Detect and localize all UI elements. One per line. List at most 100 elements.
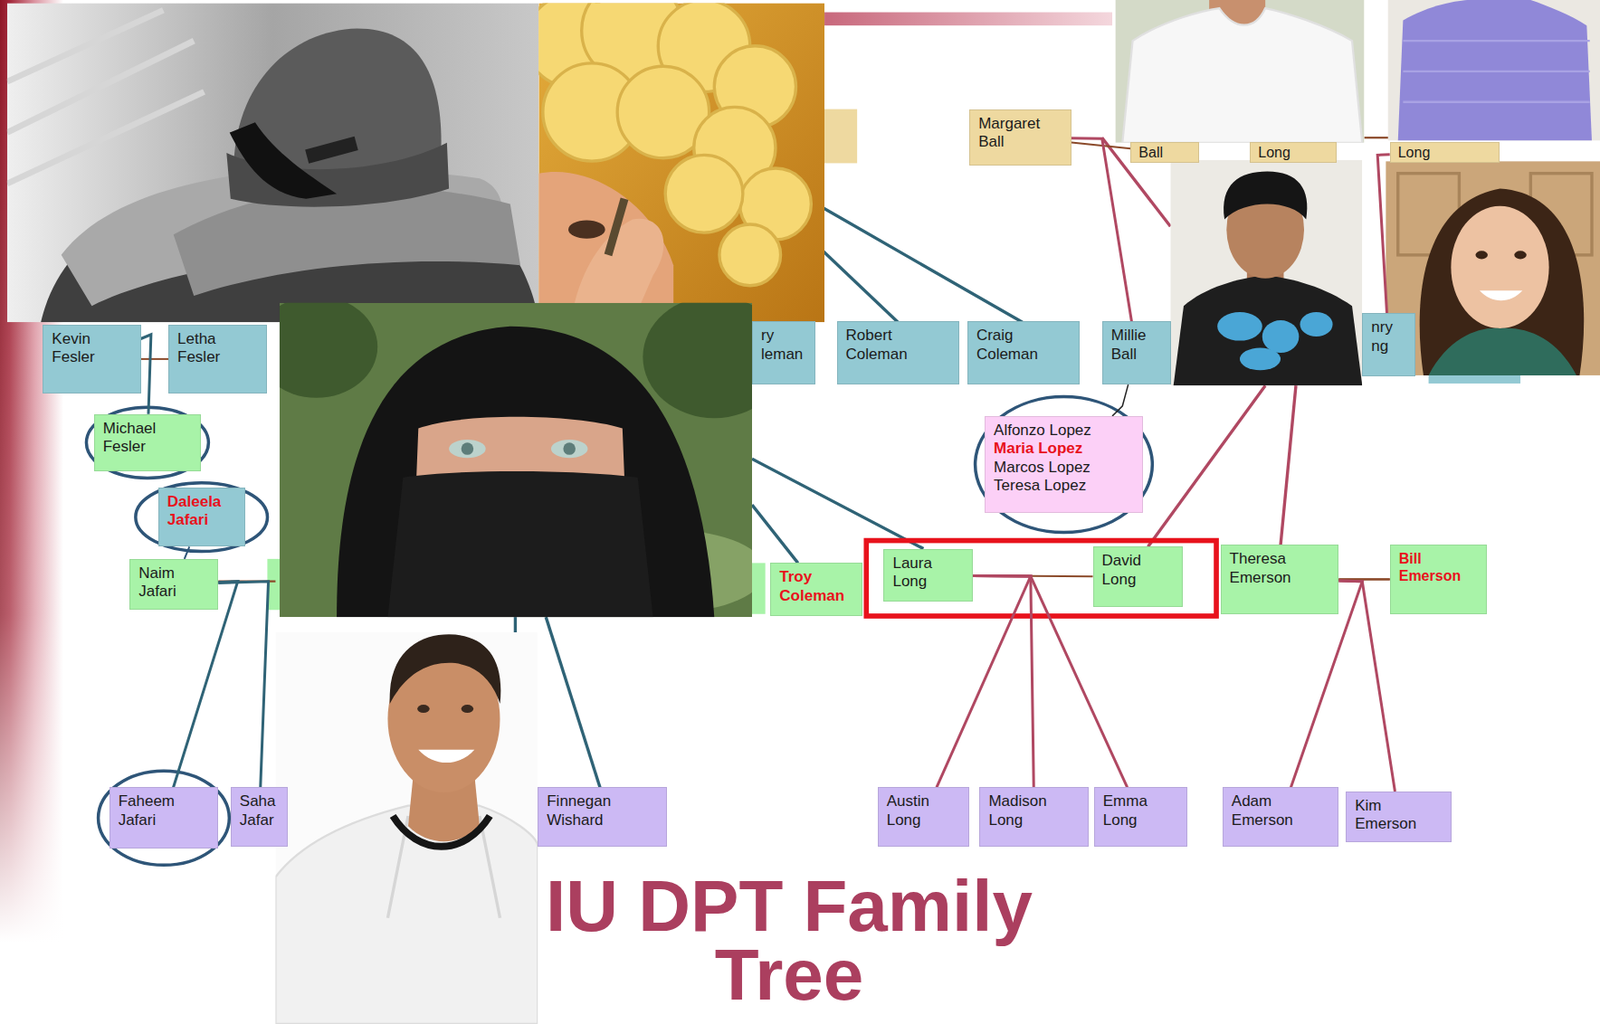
photo-part-part xyxy=(719,224,781,286)
photo-part xyxy=(1114,0,1364,143)
photo-part xyxy=(304,136,359,164)
family-line-part xyxy=(816,245,898,324)
connectors xyxy=(141,138,1396,792)
person-box: Austin Long xyxy=(877,787,970,847)
photo-part xyxy=(1387,0,1600,142)
person-name: Faheem Jafari xyxy=(118,792,210,830)
family-line-part xyxy=(1147,385,1266,547)
photo-part-part xyxy=(7,9,164,82)
person-name: Austin Long xyxy=(886,792,961,830)
person-box: Daleela Jafari xyxy=(158,487,246,547)
person-box: Long xyxy=(1249,142,1337,163)
photo-part xyxy=(1173,275,1363,386)
photo xyxy=(275,632,538,1024)
person-box: Margaret Ball xyxy=(969,109,1072,166)
person-name: Kevin Fesler xyxy=(51,330,132,368)
highlight-rectangle xyxy=(866,541,1217,617)
photo-part xyxy=(642,303,753,419)
couple-line xyxy=(1338,578,1390,581)
photo xyxy=(538,2,825,323)
accent-bar xyxy=(0,0,1113,1024)
couple-line xyxy=(972,574,1094,578)
photo-part-part xyxy=(7,40,194,133)
person-box: ry leman xyxy=(752,321,816,385)
title-block: IU DPT Family Tree xyxy=(508,872,1070,1010)
person-box: Robert Coleman xyxy=(837,321,960,385)
person-name: Craig Coleman xyxy=(976,326,1071,364)
photo-part-part xyxy=(1402,70,1590,73)
photo-part xyxy=(418,750,475,763)
photo-part xyxy=(275,806,538,1024)
person-box: Theresa Emerson xyxy=(1220,544,1340,615)
family-line xyxy=(936,575,1031,788)
highlight-circle xyxy=(135,483,268,553)
family-box: Alfonzo LopezMaria LopezMarcos LopezTere… xyxy=(984,416,1143,514)
photo xyxy=(1114,0,1364,143)
hidden-box-part xyxy=(751,562,766,614)
accent-bar-part xyxy=(824,12,1113,27)
person-name: Long xyxy=(1257,143,1329,162)
photo xyxy=(1387,0,1600,142)
family-line-part xyxy=(816,203,1023,323)
highlight-circle xyxy=(85,407,209,478)
photo-part xyxy=(1479,290,1523,301)
highlight-circles xyxy=(85,397,1153,867)
person-box: Bill Emerson xyxy=(1390,544,1487,615)
person-name: Emma Long xyxy=(1103,792,1180,830)
person-name: Kim Emerson xyxy=(1354,797,1443,835)
family-line-part xyxy=(1364,136,1391,139)
family-line xyxy=(1338,580,1395,792)
photo xyxy=(1385,161,1600,376)
family-line xyxy=(218,581,268,789)
photo-part xyxy=(568,220,606,239)
photo-part xyxy=(417,704,430,714)
photo-part-part xyxy=(1402,101,1590,104)
photo-part xyxy=(1398,0,1592,142)
person-box: nry ng xyxy=(1361,313,1416,377)
photo xyxy=(7,2,539,323)
photo-part-part xyxy=(7,91,205,183)
photo-part xyxy=(1385,161,1600,376)
photo-part xyxy=(336,326,715,618)
person-name: Ball xyxy=(1138,143,1191,162)
family-line xyxy=(1377,154,1391,314)
person-box: Emma Long xyxy=(1094,787,1189,847)
family-line xyxy=(184,546,191,560)
family-line xyxy=(972,575,1128,788)
person-name: Theresa Emerson xyxy=(1229,550,1331,588)
person-name: Teresa Lopez xyxy=(993,476,1134,496)
family-line-part xyxy=(545,617,600,788)
person-name: Madison Long xyxy=(988,792,1080,830)
person-name: Long xyxy=(1398,143,1493,162)
photo-part-part xyxy=(1300,312,1334,337)
family-line-part xyxy=(514,617,517,633)
family-line-part xyxy=(752,504,799,563)
photo-part-part xyxy=(1239,347,1281,371)
photo-part xyxy=(461,704,475,714)
photo-part xyxy=(1419,189,1585,376)
person-name: Marcos Lopez xyxy=(993,458,1134,477)
photo-part xyxy=(461,442,475,456)
person-box: Ball xyxy=(1130,142,1200,163)
photo-part xyxy=(608,199,625,256)
photo xyxy=(279,303,753,618)
person-name: Finnegan Wishard xyxy=(546,792,658,830)
family-line xyxy=(173,581,239,789)
family-line xyxy=(1071,138,1133,322)
family-line-part xyxy=(1280,385,1296,545)
photo-part xyxy=(1223,171,1307,220)
photo-part-part xyxy=(1217,312,1263,342)
person-box: Michael Fesler xyxy=(94,414,201,472)
person-box: Craig Coleman xyxy=(967,321,1080,385)
photo xyxy=(1170,160,1362,386)
photo-part xyxy=(538,171,674,323)
photo-part xyxy=(1170,160,1362,386)
photo-part xyxy=(1428,328,1577,376)
person-name: nry ng xyxy=(1371,318,1407,356)
person-box: Kim Emerson xyxy=(1345,791,1452,843)
couple-line xyxy=(1071,142,1131,150)
person-name: Alfonzo Lopez xyxy=(993,421,1134,440)
person-box: Faheem Jafari xyxy=(109,787,220,849)
photo-part-part xyxy=(1402,39,1590,42)
